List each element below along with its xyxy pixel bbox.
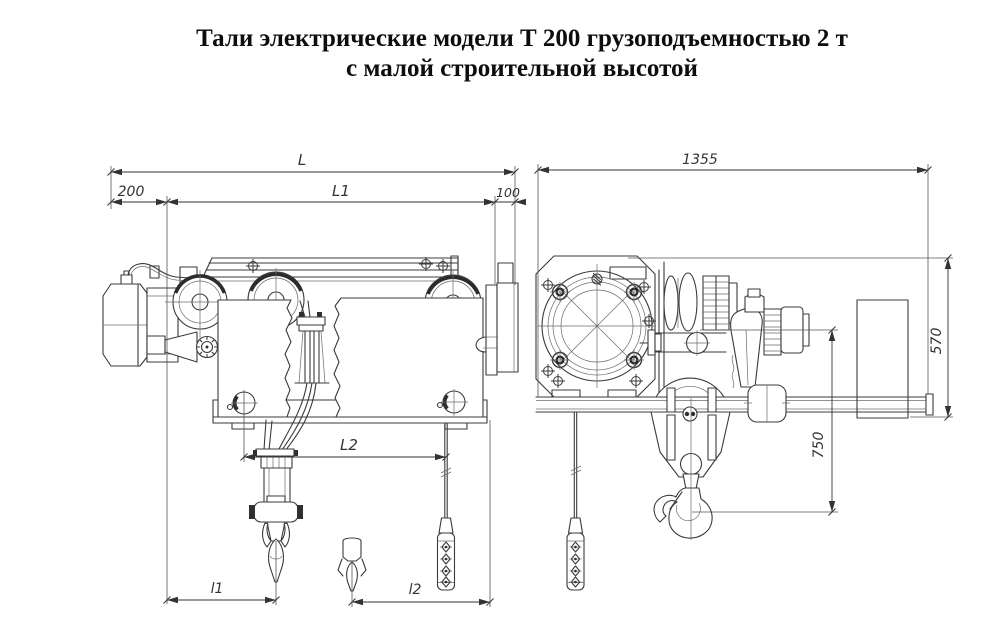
- hook-cross-shaft: [639, 329, 727, 356]
- wire-ropes: [263, 382, 317, 452]
- pendant-control-side: [566, 411, 585, 591]
- rope-anchor: [294, 300, 330, 384]
- cable-gland: [120, 274, 133, 285]
- dim-label-200: 200: [118, 184, 145, 200]
- dim-label-L: L: [298, 151, 306, 169]
- dim-label-L1: L1: [332, 182, 350, 200]
- left-shield-plate: [217, 299, 293, 418]
- gear-housing-end: [475, 262, 519, 376]
- pendant-station-side: [566, 517, 585, 591]
- dim-label-l1: l1: [211, 581, 224, 597]
- motor-fins: [763, 308, 782, 356]
- right-shield-plate: [333, 297, 484, 418]
- side-view: 1355 570 750: [534, 152, 953, 591]
- pendant-control-front: [436, 422, 456, 591]
- drawing-title-line2: с малой строительной высотой: [346, 55, 698, 82]
- dim-label-l2: l2: [409, 582, 422, 598]
- hook-side: [653, 487, 713, 539]
- motor-cable: [731, 354, 735, 389]
- front-view: L 200 L1 100 L2 l1 l2: [102, 151, 526, 607]
- power-conduit: [127, 263, 204, 280]
- side-view-dimensions: 1355 570 750: [534, 152, 953, 516]
- safety-latch: [669, 491, 683, 510]
- drum-end-plate: [535, 255, 656, 398]
- axle-pin: [682, 406, 698, 422]
- motor-coupling-funnel: [164, 331, 198, 363]
- dim-label-750: 750: [811, 432, 827, 459]
- rail-end-cap: [925, 393, 934, 416]
- dim-label-1355: 1355: [682, 152, 718, 168]
- dimension-ticks: [107, 168, 519, 606]
- front-view-dimensions: L 200 L1 100 L2 l1 l2: [107, 151, 526, 607]
- rope-guide-sheaves: [658, 261, 738, 398]
- runway-rail: [535, 393, 934, 416]
- dim-label-100: 100: [496, 185, 520, 200]
- dim-label-570: 570: [929, 328, 945, 355]
- dimension-ticks-side: [534, 166, 952, 516]
- top-bolt: [591, 272, 603, 286]
- dim-label-L2: L2: [340, 436, 358, 454]
- drawing-title: Тали электрические модели Т 200 грузопод…: [44, 24, 1000, 84]
- hook-suspension: [650, 387, 731, 540]
- drum-end-right: [436, 389, 468, 416]
- guide-roller: [744, 384, 790, 423]
- pendant-station: [436, 517, 456, 591]
- gear-coupling: [195, 335, 219, 359]
- electrics-box: [856, 299, 909, 419]
- hoist-motor: [102, 263, 219, 367]
- drawing-title-line1: Тали электрические модели Т 200 грузопод…: [196, 25, 848, 52]
